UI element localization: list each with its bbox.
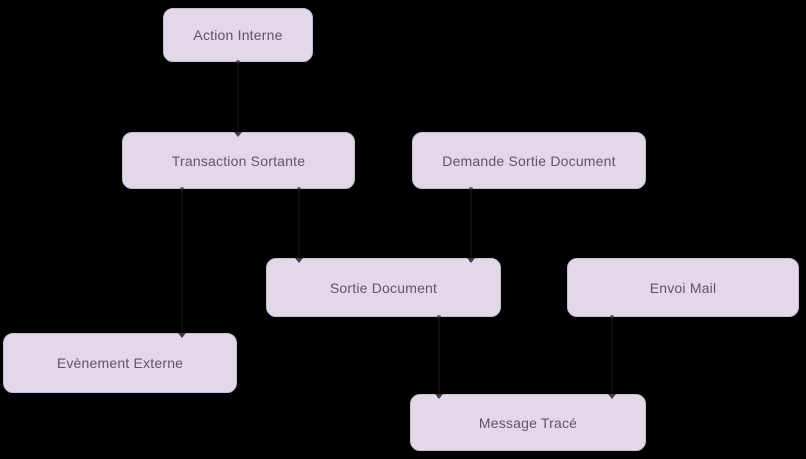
diagram-node-message-trace[interactable]: Message Tracé bbox=[410, 394, 646, 451]
diagram-node-action-interne[interactable]: Action Interne bbox=[163, 8, 313, 62]
diagram-node-label: Demande Sortie Document bbox=[442, 152, 616, 169]
diagram-node-label: Transaction Sortante bbox=[171, 152, 306, 169]
diagram-node-transaction-sortante[interactable]: Transaction Sortante bbox=[122, 132, 355, 189]
diagram-node-demande-sortie-document[interactable]: Demande Sortie Document bbox=[412, 132, 646, 189]
diagram-node-label: Evènement Externe bbox=[56, 355, 184, 371]
diagram-node-label: Message Tracé bbox=[478, 414, 578, 431]
diagram-node-label: Sortie Document bbox=[329, 279, 438, 296]
diagram-node-evenement-externe[interactable]: Evènement Externe bbox=[3, 333, 237, 393]
diagram-node-label: Action Interne bbox=[193, 27, 283, 43]
diagram-node-envoi-mail[interactable]: Envoi Mail bbox=[567, 258, 799, 317]
diagram-node-label: Envoi Mail bbox=[649, 279, 717, 296]
diagram-node-sortie-document[interactable]: Sortie Document bbox=[266, 258, 501, 317]
